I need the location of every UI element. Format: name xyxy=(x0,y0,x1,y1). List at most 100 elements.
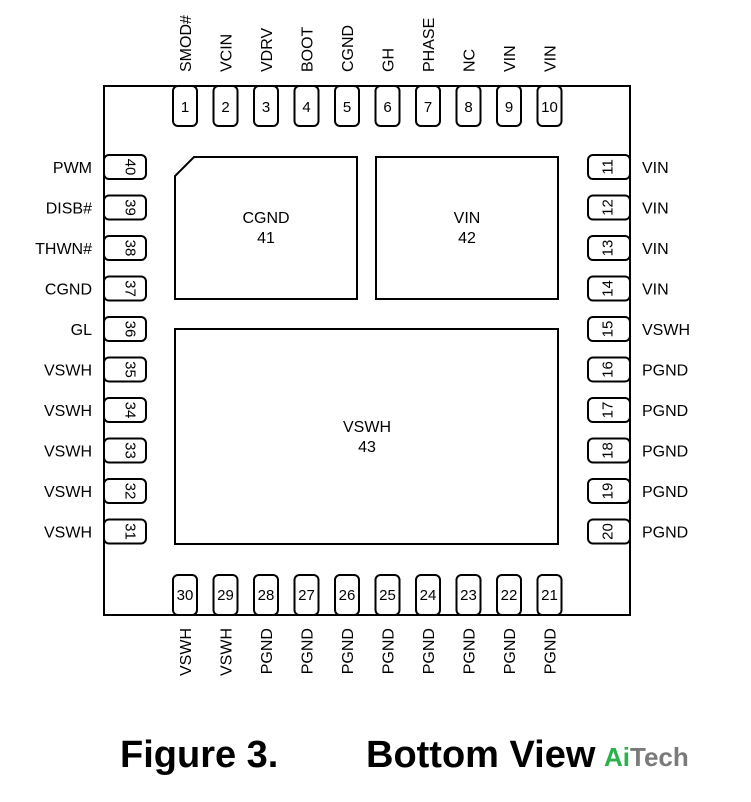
pin-40 xyxy=(103,154,147,180)
figure-number: Figure 3. xyxy=(120,734,279,776)
pin-12-number: 12 xyxy=(600,199,617,216)
pin-39-number: 39 xyxy=(122,199,139,216)
pin-29 xyxy=(212,574,239,616)
pin-32-label: VSWH xyxy=(44,484,92,501)
pin-11 xyxy=(587,154,631,180)
pin-22-number: 22 xyxy=(501,587,518,604)
pin-38-label: THWN# xyxy=(35,241,92,258)
pin-4-number: 4 xyxy=(302,99,310,116)
pin-26 xyxy=(334,574,360,616)
pin-15-label: VSWH xyxy=(642,322,690,339)
pin-13 xyxy=(587,235,631,261)
pin-1-label: SMOD# xyxy=(178,15,195,72)
pin-6-label: GH xyxy=(381,48,398,72)
pad-cgnd-41-number: 41 xyxy=(257,230,275,247)
pin-3-number: 3 xyxy=(262,99,270,116)
pin-31-number: 31 xyxy=(122,523,139,540)
pin-2-number: 2 xyxy=(221,99,229,116)
pin-39 xyxy=(103,194,147,221)
pin-33-number: 33 xyxy=(122,442,139,459)
pin-35-number: 35 xyxy=(122,361,139,378)
pin-37-label: CGND xyxy=(45,282,92,299)
pin-16-number: 16 xyxy=(600,361,617,378)
pin-5-number: 5 xyxy=(343,99,351,116)
pin-12-label: VIN xyxy=(642,201,669,218)
pin-17-number: 17 xyxy=(600,402,617,419)
pin-20-number: 20 xyxy=(600,523,617,540)
pin-37 xyxy=(103,275,147,302)
pin-30-number: 30 xyxy=(177,587,194,604)
pin-32 xyxy=(103,478,147,504)
pin-27-label: PGND xyxy=(300,628,317,674)
pin-24-number: 24 xyxy=(420,587,437,604)
pin-25-number: 25 xyxy=(379,587,396,604)
pin-25 xyxy=(374,574,401,616)
pin-23-label: PGND xyxy=(462,628,479,674)
pin-9-label: VIN xyxy=(502,45,519,72)
pad-vin-42-number: 42 xyxy=(458,230,476,247)
pin-2 xyxy=(212,85,239,127)
pin-33-label: VSWH xyxy=(44,444,92,461)
pins-layer: 1SMOD#2VCIN3VDRV4BOOT5CGND6GH7PHASE8NC9V… xyxy=(35,15,690,676)
pin-15-number: 15 xyxy=(600,321,617,338)
pin-28-label: PGND xyxy=(259,628,276,674)
pin-28 xyxy=(253,574,279,616)
pin-18-number: 18 xyxy=(600,442,617,459)
pin-13-number: 13 xyxy=(600,240,617,257)
pad-vin-42 xyxy=(375,156,559,300)
pin-3-label: VDRV xyxy=(259,28,276,72)
pin-34-number: 34 xyxy=(122,402,139,419)
pad-vswh-43-name: VSWH xyxy=(343,419,391,436)
pin-7-number: 7 xyxy=(424,99,432,116)
pin-1 xyxy=(172,85,198,127)
pad-vswh-43-number: 43 xyxy=(358,439,376,456)
pin-30-label: VSWH xyxy=(178,628,195,676)
pin-5-label: CGND xyxy=(340,25,357,72)
pin-36 xyxy=(103,316,147,342)
pin-5 xyxy=(334,85,360,127)
pin-7-label: PHASE xyxy=(421,18,438,72)
pin-32-number: 32 xyxy=(122,483,139,500)
watermark-part2: Tech xyxy=(630,742,689,772)
pin-12 xyxy=(587,194,631,221)
pin-37-number: 37 xyxy=(122,280,139,297)
pin-2-label: VCIN xyxy=(219,34,236,72)
pin-9-number: 9 xyxy=(505,99,513,116)
pin-10-number: 10 xyxy=(541,99,558,116)
pin-14-number: 14 xyxy=(600,280,617,297)
pin-10-label: VIN xyxy=(543,45,560,72)
pin-29-label: VSWH xyxy=(219,628,236,676)
pin-33 xyxy=(103,437,147,464)
pin-21-label: PGND xyxy=(543,628,560,674)
pin-26-label: PGND xyxy=(340,628,357,674)
pin-14-label: VIN xyxy=(642,282,669,299)
watermark-part1: Ai xyxy=(604,742,630,772)
pin-29-number: 29 xyxy=(217,587,234,604)
pin-22 xyxy=(496,574,522,616)
pad-vswh-43 xyxy=(174,328,559,545)
pin-35-label: VSWH xyxy=(44,363,92,380)
pin-3 xyxy=(253,85,279,127)
pin-25-label: PGND xyxy=(381,628,398,674)
pin-14 xyxy=(587,275,631,302)
pin-10 xyxy=(536,85,563,127)
pin-27 xyxy=(293,574,320,616)
pin-30 xyxy=(172,574,198,616)
pin-26-number: 26 xyxy=(339,587,356,604)
pin-16-label: PGND xyxy=(642,363,688,380)
pin-21 xyxy=(536,574,563,616)
pin-36-label: GL xyxy=(71,322,92,339)
pin-20 xyxy=(587,518,631,545)
pin-38-number: 38 xyxy=(122,240,139,257)
pin-19-number: 19 xyxy=(600,483,617,500)
pin-4-label: BOOT xyxy=(300,26,317,72)
pin-11-number: 11 xyxy=(600,159,617,175)
pin-6-number: 6 xyxy=(383,99,391,116)
pin-36-number: 36 xyxy=(122,321,139,338)
pin-13-label: VIN xyxy=(642,241,669,258)
pad-cgnd-41 xyxy=(174,156,358,300)
pin-4 xyxy=(293,85,320,127)
pin-17-label: PGND xyxy=(642,403,688,420)
pin-8 xyxy=(455,85,482,127)
pin-40-number: 40 xyxy=(122,159,139,176)
